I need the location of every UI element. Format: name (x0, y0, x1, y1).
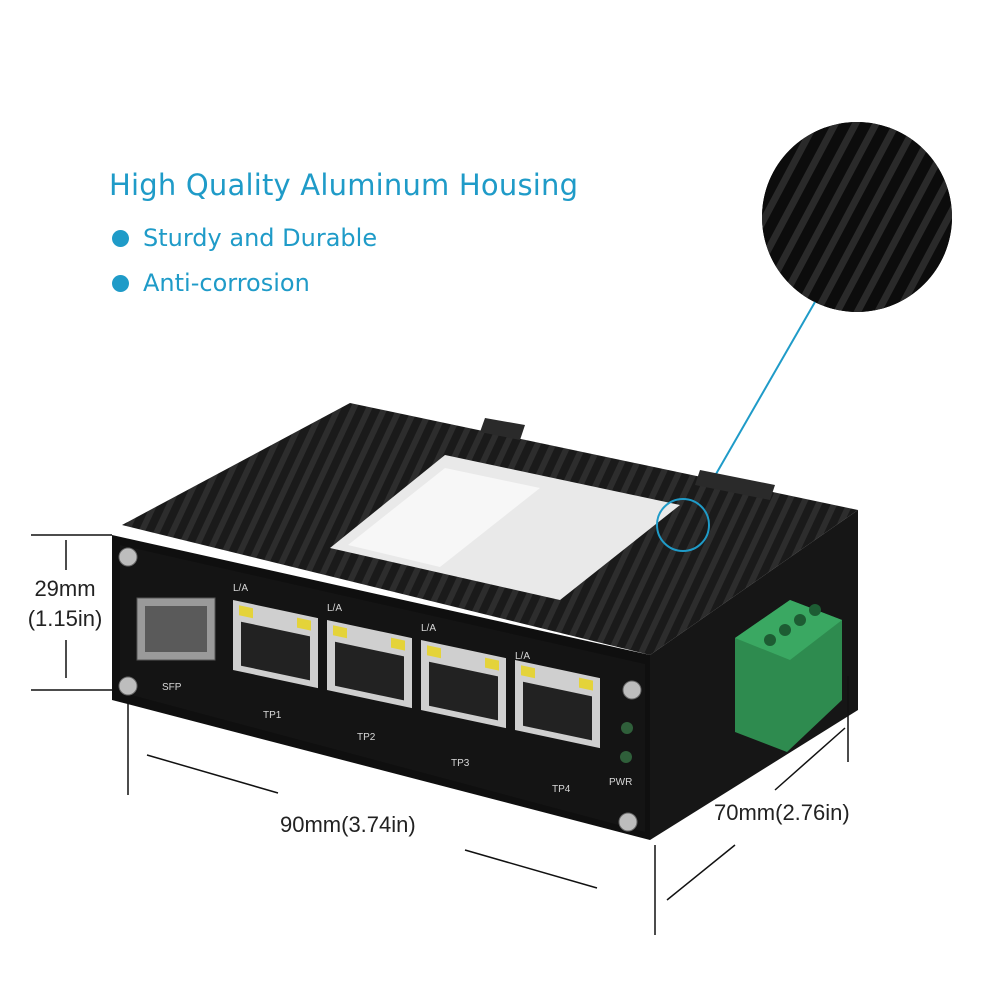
depth-dimension-lines (666, 676, 849, 901)
rj45-port (421, 640, 506, 729)
texture-zoom-circle (762, 122, 952, 312)
height-dimension-label: 29mm (1.15in) (15, 574, 115, 634)
pwr-label: PWR (609, 777, 632, 788)
bullet-dot-icon (112, 229, 129, 247)
headline: High Quality Aluminum Housing (109, 168, 579, 202)
port-led-label: L/A (233, 583, 248, 594)
port-label: TP3 (451, 758, 470, 769)
depth-dimension-label: 70mm(2.76in) (714, 800, 850, 825)
height-dimension-lines (31, 534, 112, 691)
rj45-port (233, 600, 318, 689)
port-led-label: L/A (327, 603, 342, 614)
port-led-label: L/A (421, 623, 436, 634)
sfp-label: SFP (162, 682, 182, 693)
sfp-port (136, 597, 216, 661)
feature-item-anticorrosion: Anti-corrosion (112, 269, 310, 297)
port-label: TP2 (357, 732, 376, 743)
port-label: TP4 (552, 784, 571, 795)
port-label: TP1 (263, 710, 282, 721)
rj45-port (515, 660, 600, 749)
port-led-label: L/A (515, 651, 530, 662)
feature-item-sturdy: Sturdy and Durable (112, 224, 377, 252)
feature-label: Anti-corrosion (143, 269, 310, 297)
width-dimension-lines (127, 700, 656, 935)
feature-label: Sturdy and Durable (143, 224, 378, 252)
width-dimension-label: 90mm(3.74in) (280, 812, 416, 837)
height-in: (1.15in) (27, 606, 103, 631)
zoom-indicator-circle (656, 498, 710, 552)
power-terminal-block (735, 600, 842, 752)
rj45-port (327, 620, 412, 709)
height-mm: 29mm (34, 576, 96, 601)
bullet-dot-icon (112, 274, 129, 292)
